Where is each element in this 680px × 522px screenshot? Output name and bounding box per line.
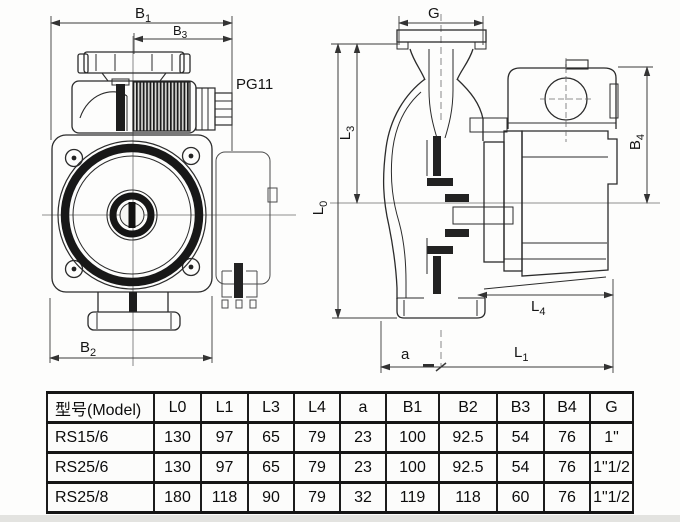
dim-l1-a <box>380 301 614 373</box>
table-row: RS15/6 130 97 65 79 23 100 92.5 54 76 1" <box>46 421 634 454</box>
table-row: RS25/8 180 118 90 79 32 119 118 60 76 1"… <box>46 481 634 514</box>
table-cell: 130 <box>153 421 202 454</box>
dim-label-b3: B3 <box>173 23 188 41</box>
dim-label-l4: L4 <box>531 298 545 318</box>
table-cell: 76 <box>543 451 591 484</box>
col-header-l1: L1 <box>200 391 249 424</box>
cell-model: RS25/8 <box>46 481 155 514</box>
table-cell: 100 <box>385 451 440 484</box>
dim-g <box>398 16 484 45</box>
table-cell: 1" <box>589 421 634 454</box>
col-header-a: a <box>339 391 387 424</box>
col-header-b3: B3 <box>496 391 545 424</box>
table-cell: 97 <box>200 451 249 484</box>
table-cell: 76 <box>543 481 591 514</box>
table-row: RS25/6 130 97 65 79 23 100 92.5 54 76 1"… <box>46 451 634 484</box>
table-cell: 1"1/2 <box>589 451 634 484</box>
table-cell: 118 <box>438 481 498 514</box>
table-cell: 54 <box>496 451 545 484</box>
cell-model: RS25/6 <box>46 451 155 484</box>
table-cell: 100 <box>385 421 440 454</box>
table-cell: 23 <box>339 451 387 484</box>
dim-label-a: a <box>401 346 410 363</box>
dim-label-l3: L3 <box>337 126 357 140</box>
col-header-g: G <box>589 391 634 424</box>
col-header-l4: L4 <box>293 391 341 424</box>
dim-label-g: G <box>428 5 440 22</box>
dim-b4 <box>618 66 653 204</box>
dim-label-l0: L0 <box>310 201 330 215</box>
dimension-table: 型号(Model) L0 L1 L3 L4 a B1 B2 B3 B4 G RS… <box>46 391 634 514</box>
table-cell: 90 <box>247 481 295 514</box>
table-header-row: 型号(Model) L0 L1 L3 L4 a B1 B2 B3 B4 G <box>46 391 634 424</box>
table-cell: 23 <box>339 421 387 454</box>
col-header-model: 型号(Model) <box>46 391 155 424</box>
impeller-section <box>427 136 469 294</box>
table-cell: 92.5 <box>438 421 498 454</box>
table-cell: 119 <box>385 481 440 514</box>
table-cell: 1"1/2 <box>589 481 634 514</box>
col-header-l3: L3 <box>247 391 295 424</box>
table-cell: 118 <box>200 481 249 514</box>
table-cell: 54 <box>496 421 545 454</box>
table-cell: 65 <box>247 451 295 484</box>
front-view: B1 B3 PG11 B2 <box>42 5 296 366</box>
dim-label-pg11: PG11 <box>236 76 273 93</box>
corner-bolts <box>64 146 201 279</box>
side-view: G L3 L0 B4 L4 a L1 <box>310 5 660 373</box>
table-cell: 76 <box>543 421 591 454</box>
dim-label-b2: B2 <box>80 339 96 359</box>
table-cell: 60 <box>496 481 545 514</box>
dim-label-l1: L1 <box>514 344 528 364</box>
table-cell: 92.5 <box>438 451 498 484</box>
dim-b2 <box>49 296 213 363</box>
pump-dimension-drawing: B1 B3 PG11 B2 <box>42 5 660 373</box>
drawing-svg: B1 B3 PG11 B2 <box>42 5 660 373</box>
cell-model: RS15/6 <box>46 421 155 454</box>
dim-label-b1: B1 <box>135 5 151 25</box>
dim-label-b4: B4 <box>627 134 647 150</box>
col-header-b1: B1 <box>385 391 440 424</box>
dim-l4 <box>477 279 614 301</box>
table-cell: 130 <box>153 451 202 484</box>
dim-l3-l0 <box>331 43 398 319</box>
col-header-b2: B2 <box>438 391 498 424</box>
table-cell: 97 <box>200 421 249 454</box>
dim-b3 <box>133 33 233 54</box>
table-cell: 79 <box>293 481 341 514</box>
table-cell: 79 <box>293 451 341 484</box>
table-cell: 180 <box>153 481 202 514</box>
table-cell: 32 <box>339 481 387 514</box>
table-cell: 79 <box>293 421 341 454</box>
col-header-l0: L0 <box>153 391 202 424</box>
col-header-b4: B4 <box>543 391 591 424</box>
table-cell: 65 <box>247 421 295 454</box>
scan-edge-artifact <box>0 515 680 522</box>
